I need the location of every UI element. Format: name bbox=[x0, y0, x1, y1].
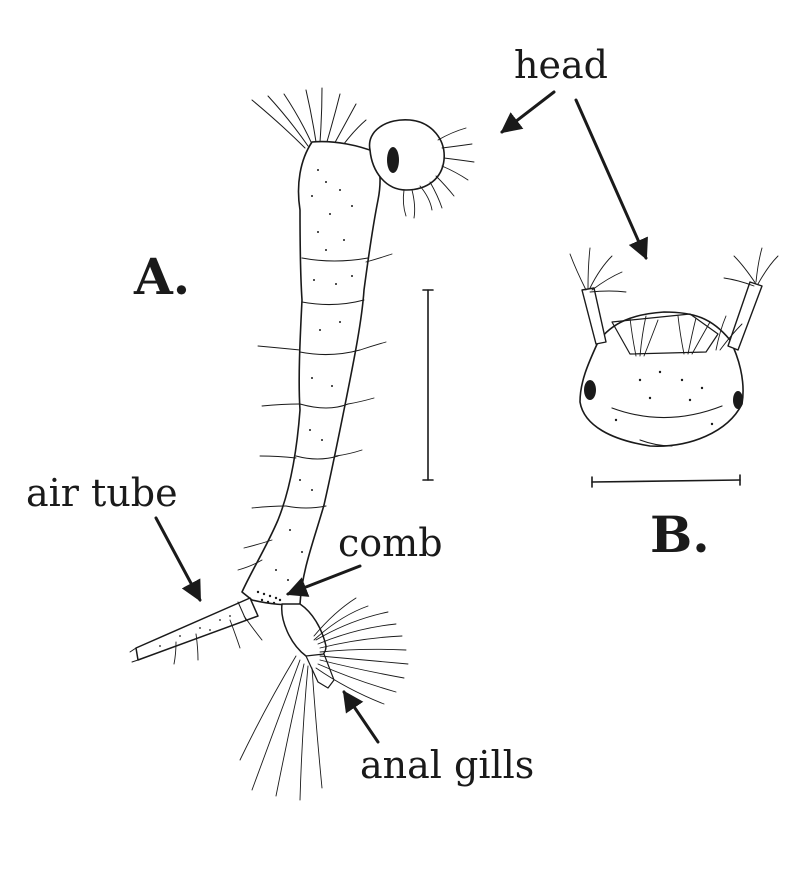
arrow-air-tube bbox=[154, 516, 202, 602]
label-head: head bbox=[514, 43, 608, 87]
ventral-brush bbox=[313, 597, 409, 705]
antenna-right bbox=[727, 281, 763, 351]
arrow-comb bbox=[286, 564, 362, 597]
body-segments bbox=[285, 257, 369, 509]
label-air-tube: air tube bbox=[26, 471, 178, 515]
arrow-head-to-detail bbox=[574, 98, 648, 260]
larva-drawing-a bbox=[129, 87, 475, 801]
antenna-left bbox=[581, 287, 607, 345]
label-comb: comb bbox=[338, 521, 443, 565]
lateral-hairs bbox=[237, 253, 393, 571]
label-anal-gills: anal gills bbox=[360, 743, 534, 787]
scale-bar-b bbox=[591, 479, 741, 483]
anal-gill-hairs bbox=[239, 655, 323, 801]
arrow-anal-gills bbox=[342, 690, 380, 744]
anal-segment bbox=[281, 603, 335, 689]
larva-head bbox=[368, 119, 475, 219]
head-drawing-b bbox=[569, 247, 779, 447]
air-tube-siphon bbox=[129, 597, 263, 665]
label-panel-b: B. bbox=[650, 505, 710, 564]
arrow-head-to-larva bbox=[500, 90, 556, 134]
comb-patch bbox=[256, 590, 282, 605]
body-stipple bbox=[275, 169, 353, 581]
label-panel-a: A. bbox=[133, 247, 190, 306]
